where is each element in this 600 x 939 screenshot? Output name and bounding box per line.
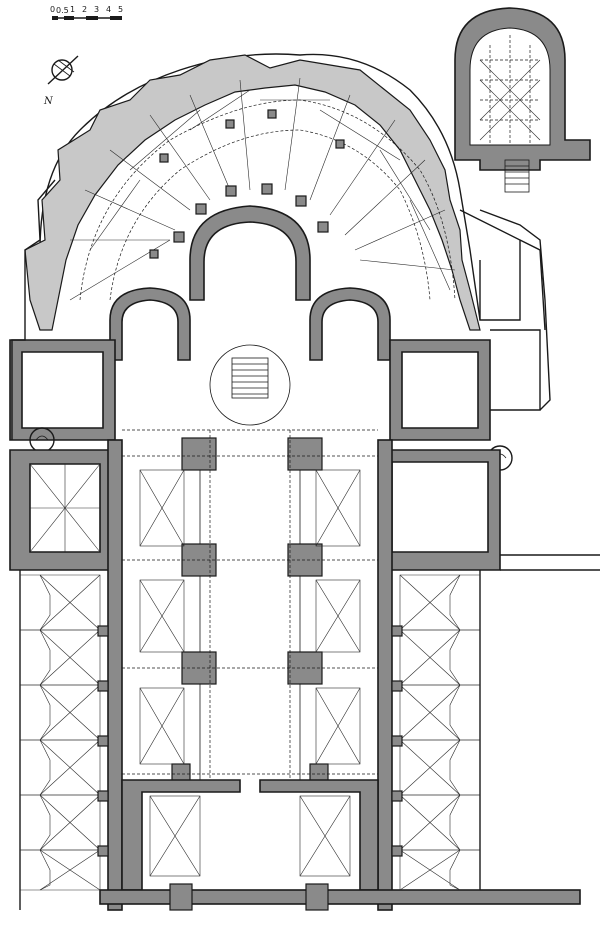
- scale-label-5: 5: [118, 5, 123, 14]
- nave: [99, 429, 581, 911]
- side-chapels-right: [391, 570, 481, 891]
- apse: [109, 205, 391, 426]
- north-label: N: [43, 96, 54, 107]
- north-arrow-icon: N: [43, 55, 79, 107]
- scale-label-1: 1: [70, 5, 75, 14]
- chevet-exterior: [11, 179, 551, 440]
- inset-plan: [454, 7, 591, 193]
- scale-bar: 0 0.5 1 2 3 4 5: [50, 5, 123, 20]
- chevet: [24, 53, 481, 331]
- scale-label-0: 0: [50, 5, 55, 14]
- scale-label-05: 0.5: [56, 6, 69, 15]
- scale-label-3: 3: [94, 5, 99, 14]
- scale-label-2: 2: [82, 5, 87, 14]
- scale-label-4: 4: [106, 5, 111, 14]
- side-chapels-left: [19, 570, 109, 910]
